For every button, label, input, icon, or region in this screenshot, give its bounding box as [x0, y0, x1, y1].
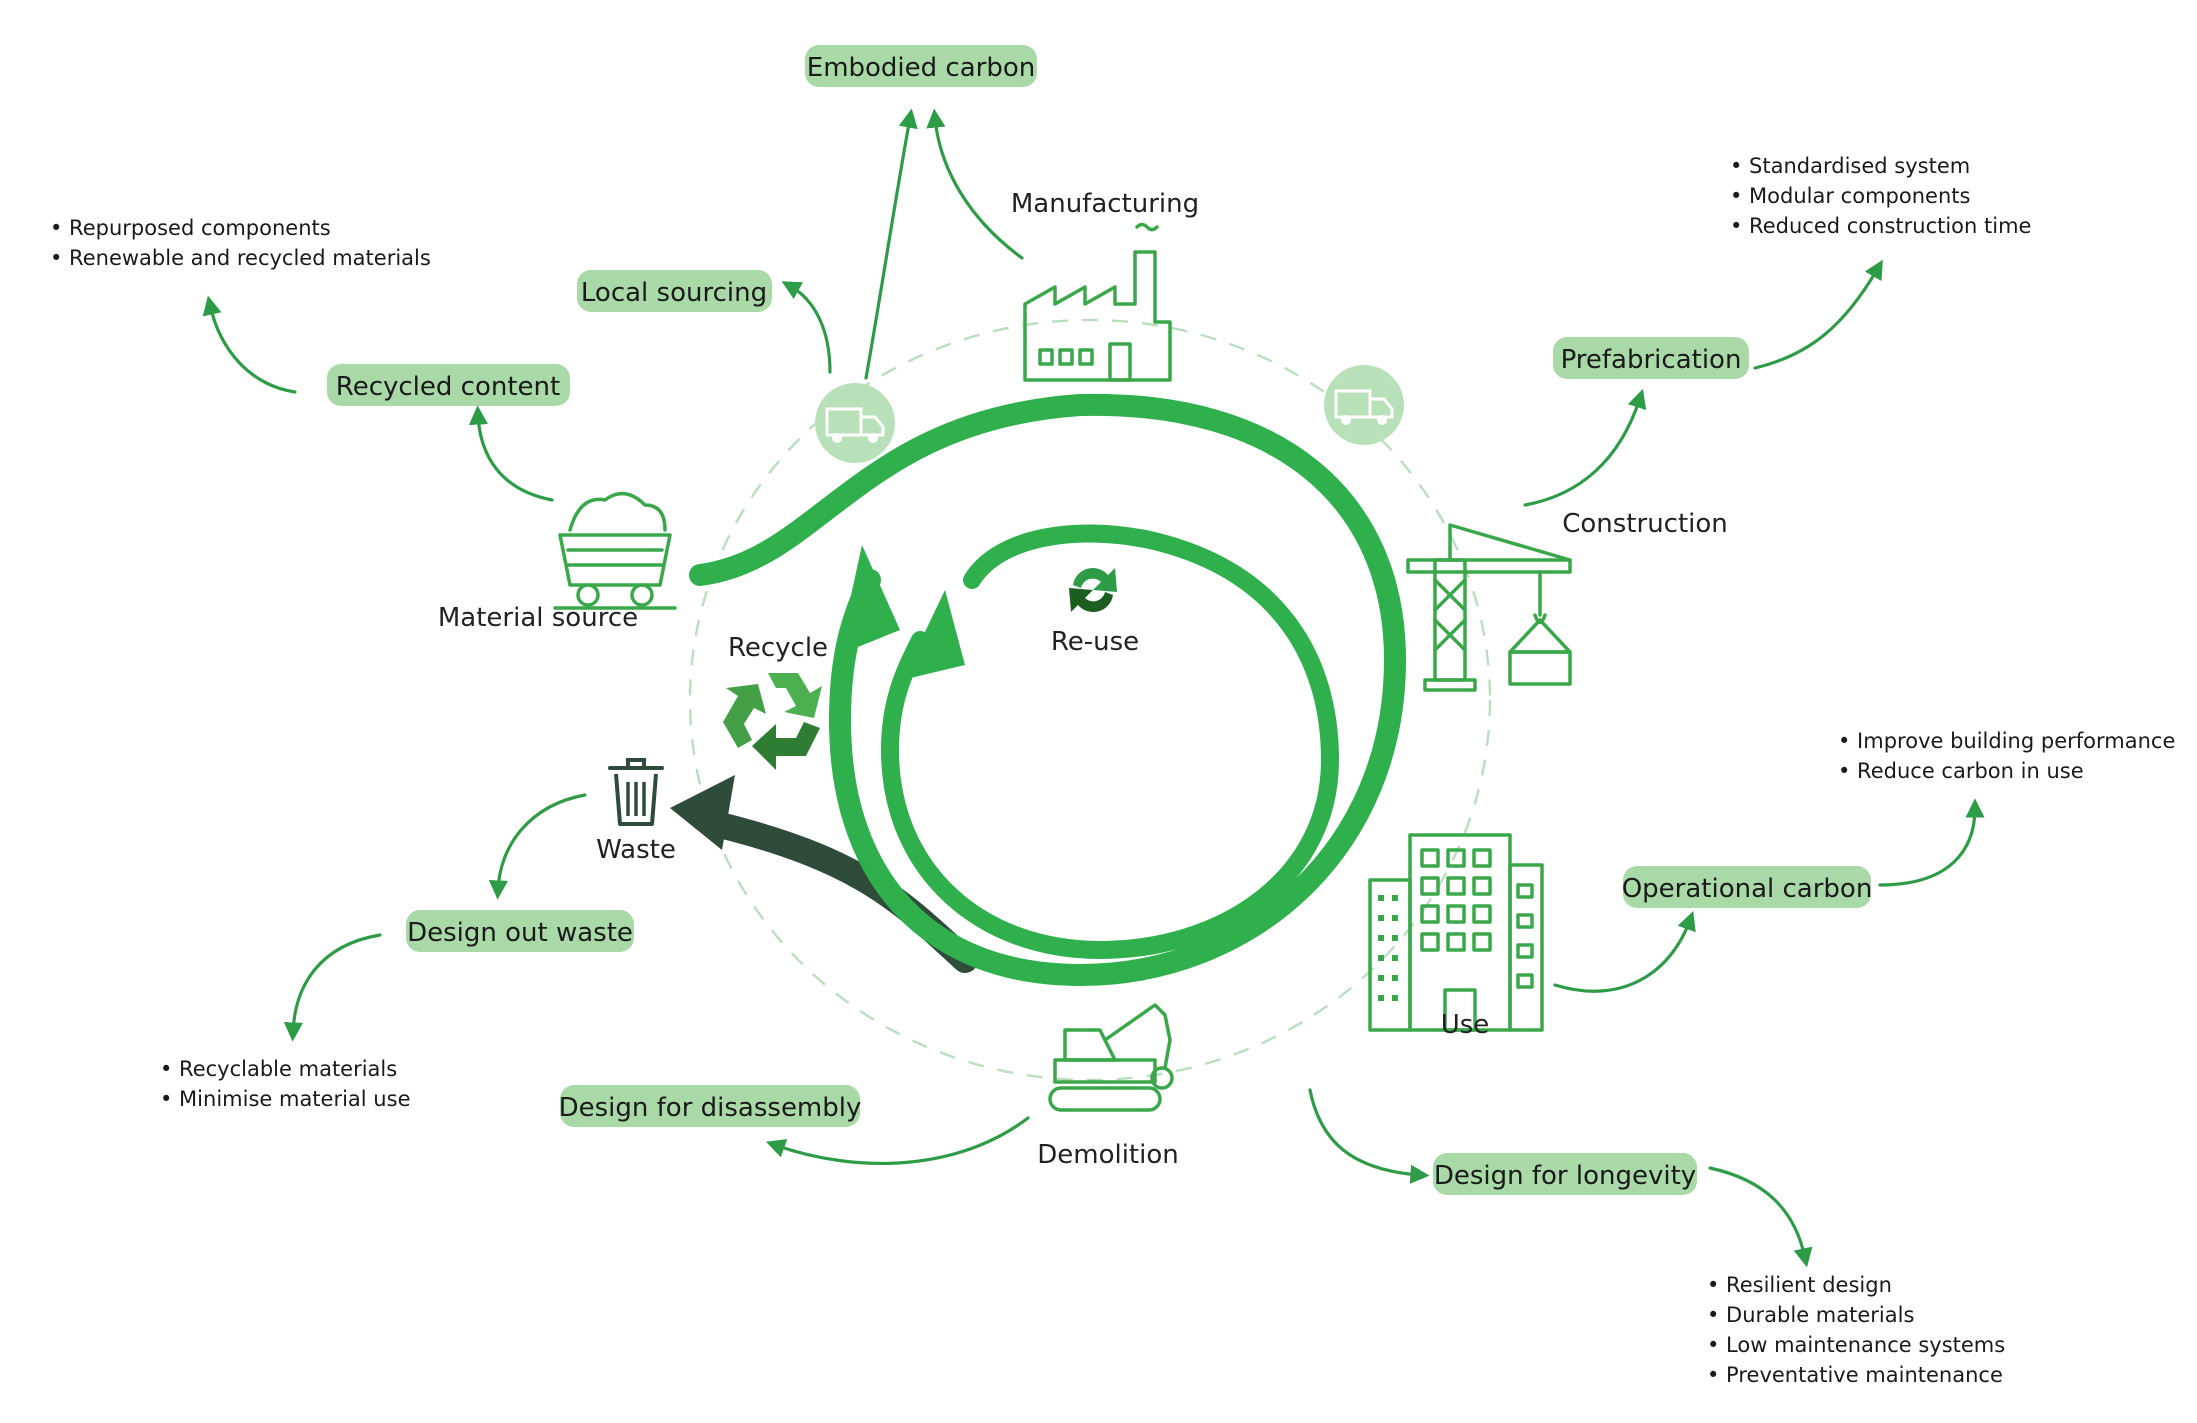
- bullets-operational-carbon: • Improve building performance • Reduce …: [1838, 729, 2175, 783]
- pill-label: Prefabrication: [1561, 345, 1742, 375]
- factory-icon: [1023, 222, 1172, 382]
- stage-label-reuse: Re-use: [1051, 627, 1139, 657]
- bullet-item: • Recyclable materials: [160, 1057, 397, 1081]
- stage-label-material-source: Material source: [438, 603, 638, 633]
- pill-label: Operational carbon: [1622, 874, 1873, 904]
- main-recycle-loop: [689, 393, 1407, 987]
- mine-cart-icon: [553, 491, 677, 610]
- truck-icon: [815, 383, 895, 463]
- stage-label-demolition: Demolition: [1037, 1140, 1179, 1170]
- reuse-loop: [880, 524, 1340, 960]
- stage-label-recycle: Recycle: [728, 633, 828, 663]
- recycle-icon: [723, 673, 822, 770]
- stage-label-manufacturing: Manufacturing: [1011, 189, 1199, 219]
- bullets-design-out-waste: • Recyclable materials • Minimise materi…: [160, 1057, 410, 1111]
- pill-design-for-disassembly: Design for disassembly: [559, 1085, 862, 1127]
- pill-label: Design out waste: [407, 918, 633, 948]
- trash-can-icon: [608, 758, 664, 826]
- bullet-item: • Modular components: [1730, 184, 1970, 208]
- bullets-recycled-content: • Repurposed components • Renewable and …: [50, 216, 431, 270]
- bullet-item: • Reduce carbon in use: [1838, 759, 2084, 783]
- bullets-design-for-longevity: • Resilient design • Durable materials •…: [1707, 1273, 2005, 1387]
- pill-label: Embodied carbon: [807, 53, 1035, 83]
- bullet-item: • Renewable and recycled materials: [50, 246, 431, 270]
- bullets-prefabrication: • Standardised system • Modular componen…: [1730, 154, 2031, 238]
- bullet-item: • Standardised system: [1730, 154, 1970, 178]
- pill-local-sourcing: Local sourcing: [577, 270, 772, 312]
- stage-label-waste: Waste: [596, 835, 676, 865]
- reuse-icon: [1069, 567, 1117, 613]
- bullet-item: • Durable materials: [1707, 1303, 1914, 1327]
- truck-icon: [1324, 365, 1404, 445]
- crane-icon: [1406, 523, 1572, 692]
- bullet-item: • Minimise material use: [160, 1087, 410, 1111]
- pill-prefabrication: Prefabrication: [1553, 337, 1749, 379]
- pill-design-for-longevity: Design for longevity: [1433, 1153, 1697, 1195]
- bullet-item: • Repurposed components: [50, 216, 331, 240]
- bullet-item: • Low maintenance systems: [1707, 1333, 2005, 1357]
- bullet-item: • Resilient design: [1707, 1273, 1892, 1297]
- pill-design-out-waste: Design out waste: [406, 910, 634, 952]
- stage-label-use: Use: [1441, 1010, 1490, 1040]
- pill-recycled-content: Recycled content: [327, 364, 570, 406]
- excavator-icon: [1048, 1003, 1174, 1112]
- lifecycle-dashed-ring: [688, 318, 1492, 1082]
- bullet-item: • Reduced construction time: [1730, 214, 2031, 238]
- pill-operational-carbon: Operational carbon: [1622, 866, 1873, 908]
- pill-embodied-carbon: Embodied carbon: [805, 45, 1037, 87]
- pill-label: Local sourcing: [581, 278, 767, 308]
- bullet-item: • Preventative maintenance: [1707, 1363, 2003, 1387]
- pill-label: Design for disassembly: [559, 1093, 862, 1123]
- bullet-item: • Improve building performance: [1838, 729, 2175, 753]
- pill-label: Recycled content: [336, 372, 560, 402]
- stage-label-construction: Construction: [1562, 509, 1728, 539]
- building-icon: [1368, 833, 1544, 1032]
- pill-label: Design for longevity: [1434, 1161, 1696, 1191]
- connector-arrows: [202, 108, 1985, 1268]
